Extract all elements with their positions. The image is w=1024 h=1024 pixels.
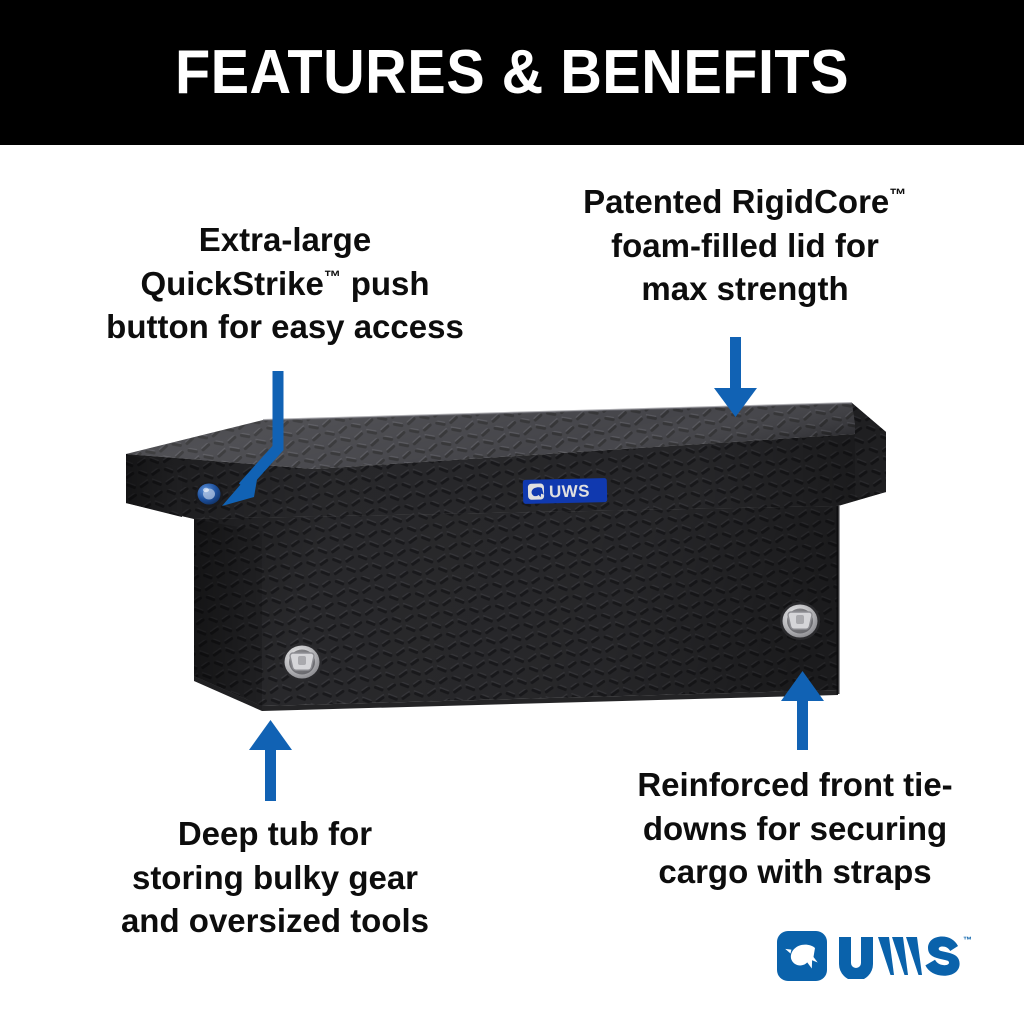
trademark-symbol: ™ [889, 184, 907, 205]
toolbox-lid [126, 402, 886, 525]
callout-quickstrike-line2-pre: QuickStrike [140, 264, 324, 302]
header-band: FEATURES & BENEFITS [0, 0, 1024, 145]
callout-deeptub-line1: Deep tub for [177, 815, 373, 852]
lid-badge-plate [522, 478, 608, 504]
lid-badge-fish-shape [531, 487, 544, 498]
trademark-symbol: ™ [963, 935, 972, 945]
callout-rigidcore-line3: max strength [641, 270, 849, 308]
tub-bottom-left-edge [194, 676, 262, 711]
page-title: FEATURES & BENEFITS [174, 38, 850, 107]
callout-quickstrike-line3: button for easy access [106, 308, 464, 346]
push-button-lock[interactable] [195, 482, 223, 508]
callout-quickstrike-line2-post: push [341, 264, 430, 302]
callout-tiedowns-line3: cargo with straps [658, 853, 932, 891]
uws-brand-logo: ™ [777, 930, 972, 982]
callout-rigidcore: Patented RigidCore™ foam-filled lid for ma… [520, 180, 970, 311]
lid-left-endcap-shading [126, 454, 182, 517]
tub-bottom-edge [262, 690, 838, 711]
callout-deeptub-line3: and oversized tools [120, 902, 430, 940]
lid-right-endcap [852, 403, 886, 498]
marlin-fish-path [785, 944, 818, 969]
callout-quickstrike-line1: Extra-large [198, 221, 372, 258]
lid-right-endcap-shading [852, 403, 886, 498]
callout-tiedowns-line2: downs for securing [642, 809, 948, 847]
tie-down-ring-right[interactable] [780, 602, 820, 640]
callout-deeptub-line2: storing bulky gear [131, 858, 419, 896]
callout-rigidcore-line1-pre: Patented RigidCore [583, 183, 890, 220]
uws-wordmark: ™ [836, 931, 972, 981]
callout-rigidcore-line2: foam-filled lid for [611, 226, 879, 264]
tub-front-shading [194, 506, 838, 706]
marlin-fish-icon [777, 931, 827, 981]
lid-front-shading [126, 432, 886, 519]
trademark-symbol: ™ [323, 266, 342, 287]
callout-tiedowns: Reinforced front tie-downs for securing c… [572, 763, 1018, 894]
lid-uws-badge: UWS [522, 478, 608, 504]
callout-deeptub: Deep tub for storing bulky gear and oversi… [46, 812, 504, 943]
lid-top-shading [126, 403, 886, 469]
tie-down-ring-left[interactable] [282, 643, 322, 681]
uws-wordmark-glyph [839, 936, 960, 979]
push-button-highlight [203, 487, 209, 493]
callout-tiedowns-line1: Reinforced front tie- [637, 766, 953, 803]
tie-down-right-dring-slot [796, 615, 804, 624]
lid-badge-wordmark: UWS [549, 481, 590, 501]
tub-left-endcap-shading [194, 519, 262, 706]
tie-down-left-dring-slot [298, 656, 306, 665]
marlin-fish-glyph [785, 944, 818, 969]
toolbox-tub [194, 506, 840, 711]
lid-badge-shading [522, 478, 608, 504]
